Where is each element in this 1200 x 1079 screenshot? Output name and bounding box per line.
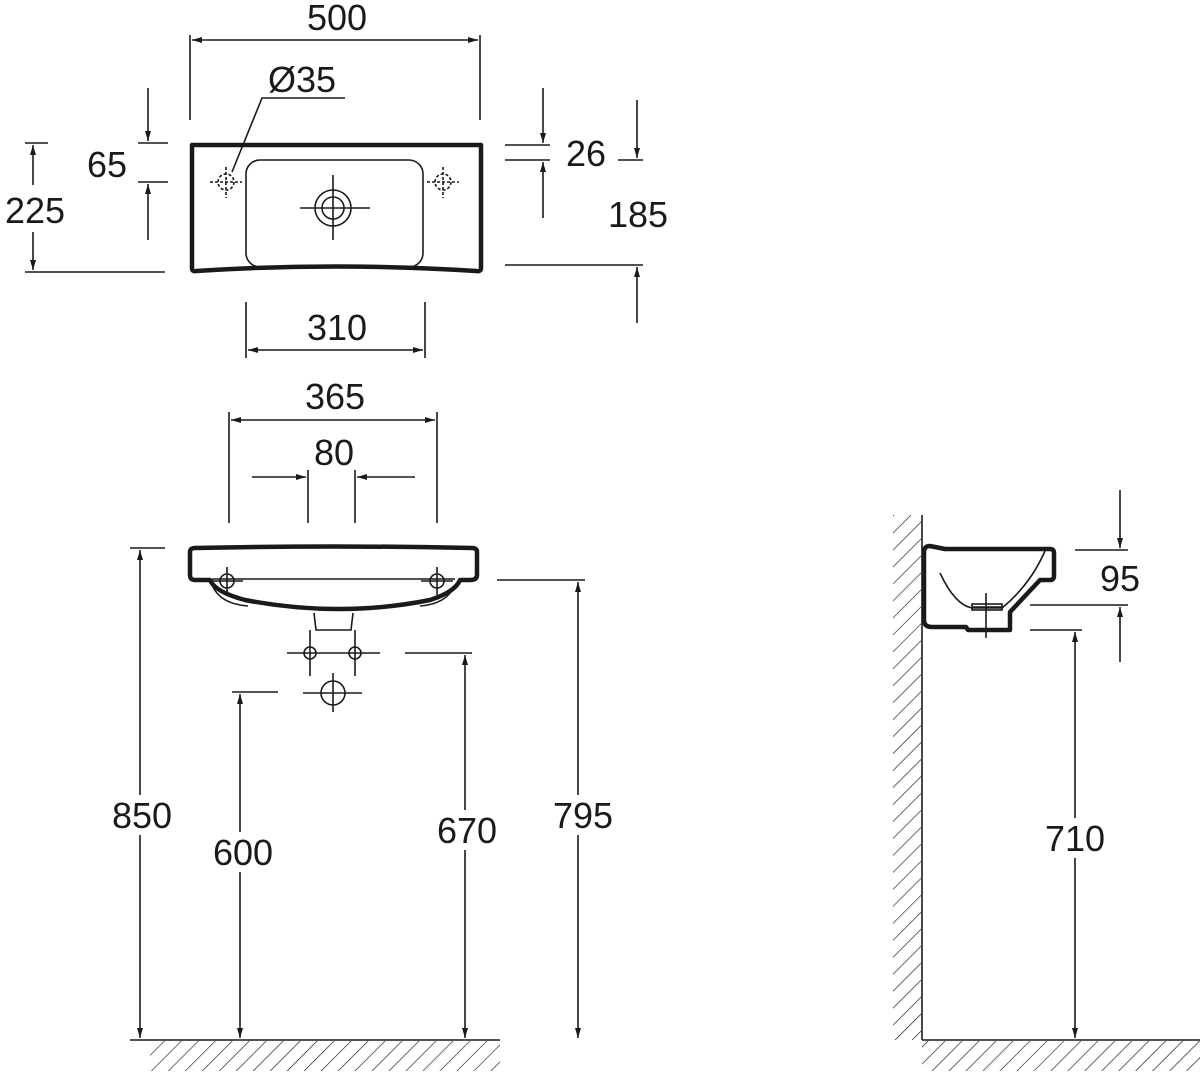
supply-connections-icon (287, 630, 380, 676)
bowl-top-outline (245, 159, 424, 268)
top-view: 500 Ø35 310 65 225 26 185 (5, 0, 668, 358)
basin-side-outline (921, 543, 1057, 633)
tap-hole-right-icon (427, 167, 459, 198)
leader-line-diameter (231, 97, 345, 173)
dim-waste-height-label: 600 (213, 832, 273, 873)
side-view: 95 710 (893, 490, 1200, 1071)
dim-bowl-depth-label: 95 (1100, 558, 1140, 599)
dim-underside-height-label: 795 (553, 795, 613, 836)
dim-rim-height-label: 850 (112, 795, 172, 836)
drain-icon (300, 175, 370, 240)
dim-hole-spacing-label: 80 (314, 432, 354, 473)
basin-front-outline (187, 544, 480, 612)
dim-offset-label: 65 (87, 144, 127, 185)
dim-diameter-label: Ø35 (268, 59, 336, 100)
dim-rim-label: 26 (566, 133, 606, 174)
waste-connection-icon (303, 673, 362, 712)
dim-projection-label: 185 (608, 194, 668, 235)
tap-hole-left-icon (210, 167, 242, 198)
floor-hatch (130, 1039, 500, 1071)
front-view: 365 80 850 600 670 795 (105, 376, 621, 1071)
dim-width-label: 500 (307, 0, 367, 38)
dim-outer-width-label: 365 (305, 376, 365, 417)
dim-depth-label: 225 (5, 190, 65, 231)
wall-hatch (893, 515, 1200, 1071)
dim-bowl-width-label: 310 (307, 307, 367, 348)
dim-supply-height-label: 670 (437, 810, 497, 851)
dim-side-underside-label: 710 (1045, 818, 1105, 859)
